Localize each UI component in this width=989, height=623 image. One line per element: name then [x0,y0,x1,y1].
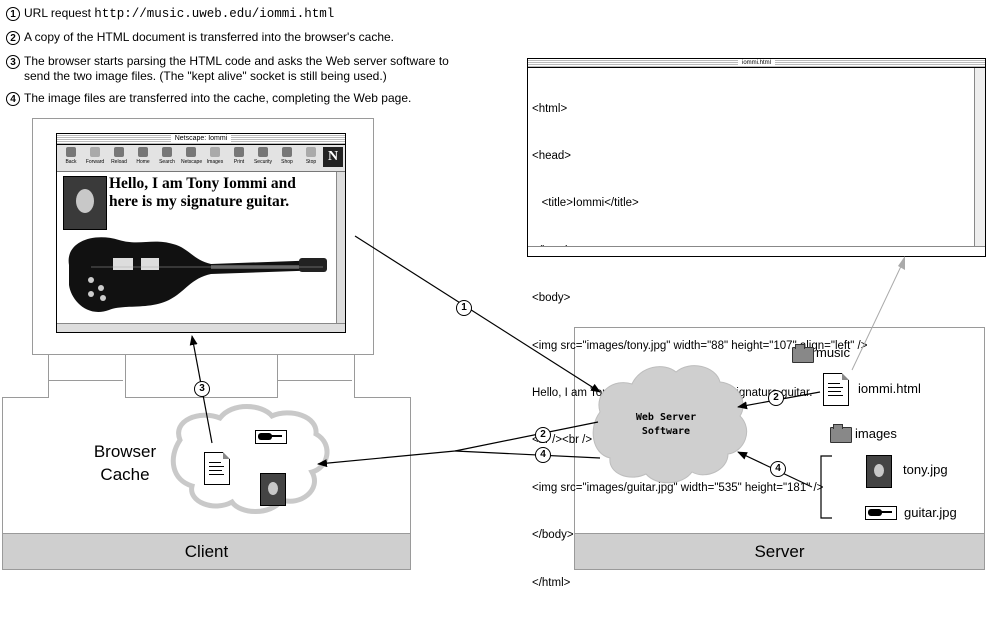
print-icon [234,147,244,157]
diagram-overlay [170,235,905,519]
tony-jpg-file-icon [866,455,892,488]
tony-jpg-file-label: tony.jpg [903,462,948,477]
stop-button[interactable]: Stop [301,147,321,165]
code-line: <title>Iommi</title> [532,197,639,210]
guitar-jpg-file-icon [865,506,897,520]
source-scrollbar[interactable] [974,68,985,246]
back-icon [66,147,76,157]
code-line: </body> [532,529,574,542]
cached-tony-image-icon [260,473,286,506]
shop-icon [282,147,292,157]
web-server-cloud [592,365,748,484]
code-line: <head> [532,149,572,162]
step-text: URL request [24,6,95,20]
browser-window: Netscape: Iommi Back Forward Reload Home… [56,133,346,333]
step-text: send the two image files. (The "kept ali… [24,69,387,83]
back-button[interactable]: Back [61,147,81,165]
browser-title-bar: Netscape: Iommi [57,134,345,145]
home-icon [138,147,148,157]
code-line: </html> [532,576,571,589]
forward-button[interactable]: Forward [85,147,105,165]
monitor-foot-left [49,380,123,400]
search-icon [162,147,172,157]
browser-toolbar: Back Forward Reload Home Search Netscape… [57,145,345,172]
iommi-html-file-icon [823,373,849,406]
step-2-marker: 2 [535,427,551,443]
step-number: 4 [6,91,20,106]
step-1-marker: 1 [456,300,472,316]
reload-button[interactable]: Reload [109,147,129,165]
search-button[interactable]: Search [157,147,177,165]
iommi-html-file-label: iommi.html [858,381,921,396]
browser-status-bar [57,323,345,332]
step-text: A copy of the HTML document is transferr… [24,30,395,44]
security-icon [258,147,268,157]
source-title-bar: iommi.html [528,59,985,68]
source-horizontal-scrollbar[interactable] [528,246,985,256]
step-4-server-marker: 4 [770,461,786,477]
step-text: The browser starts parsing the HTML code… [24,54,449,68]
code-line: <html> [532,102,568,115]
browser-title: Netscape: Iommi [170,135,232,142]
images-button[interactable]: Images [205,147,225,165]
stop-icon [306,147,316,157]
cached-guitar-image-icon [255,430,287,444]
cached-html-document-icon [204,452,230,485]
monitor-foot-right [278,380,352,400]
images-icon [210,147,220,157]
netscape-button[interactable]: Netscape [181,147,202,165]
netscape-icon [186,147,196,157]
reload-icon [114,147,124,157]
client-label: Client [3,533,410,569]
guitar-jpg-file-label: guitar.jpg [904,505,957,520]
step-number: 1 [6,6,20,21]
images-folder-label: images [855,426,897,441]
step-4-marker: 4 [535,447,551,463]
images-folder-icon [830,424,852,443]
music-folder-icon [792,344,814,363]
browser-cache-cloud [170,404,330,514]
shop-button[interactable]: Shop [277,147,297,165]
music-folder-label: music [816,345,850,360]
home-button[interactable]: Home [133,147,153,165]
code-line: <body> [532,292,571,305]
step-url: http://music.uweb.edu/iommi.html [94,7,335,21]
step-3-marker: 3 [194,381,210,397]
source-title: iommi.html [737,60,775,66]
step-2-server-marker: 2 [768,390,784,406]
forward-icon [90,147,100,157]
tony-photo [63,176,107,230]
server-label: Server [575,533,984,569]
step-text: The image files are transferred into the… [24,91,412,105]
step-number: 2 [6,30,20,45]
step-2-note: 2 A copy of the HTML document is transfer… [6,30,394,45]
step-1-note: 1 URL request http://music.uweb.edu/iommi… [6,6,334,22]
security-button[interactable]: Security [253,147,273,165]
browser-scrollbar[interactable] [336,172,345,324]
code-line: <img src="images/guitar.jpg" width="535"… [532,481,824,494]
step-4-note: 4 The image files are transferred into th… [6,91,411,106]
netscape-logo: N [323,147,343,167]
print-button[interactable]: Print [229,147,249,165]
guitar-image [68,237,327,312]
